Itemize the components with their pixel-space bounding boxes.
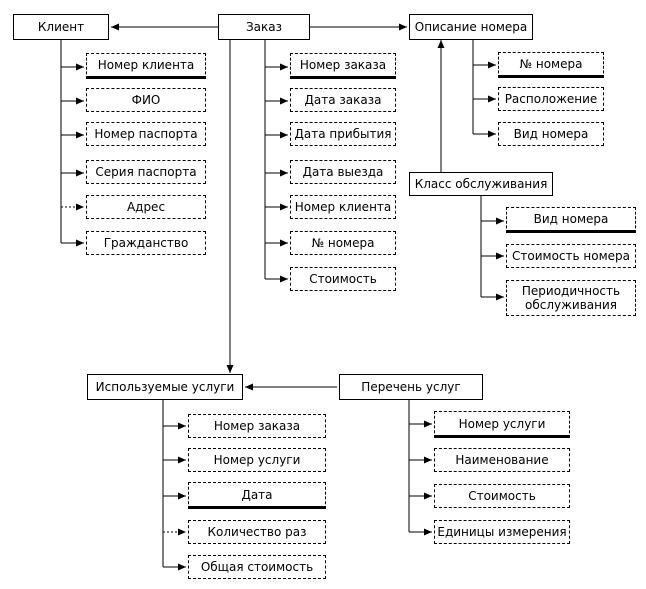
attr-used-total: Общая стоимость	[188, 555, 326, 579]
attr-client-address: Адрес	[86, 195, 206, 219]
attr-class-room-cost: Стоимость номера	[506, 244, 636, 268]
entity-used-services: Используемые услуги	[87, 374, 243, 400]
attr-used-count: Количество раз	[188, 520, 326, 544]
attr-list-unit: Единицы измерения	[434, 520, 570, 544]
attr-client-citizenship: Гражданство	[86, 231, 206, 255]
attr-class-frequency-line1: Периодичность	[521, 284, 621, 298]
attr-client-passport-series: Серия паспорта	[86, 160, 206, 184]
attr-class-frequency-line2: обслуживания	[524, 298, 617, 312]
attr-class-frequency: Периодичность обслуживания	[506, 280, 636, 316]
attr-order-departure: Дата выезда	[290, 160, 396, 184]
attr-order-date: Дата заказа	[290, 88, 396, 112]
attr-used-date: Дата	[188, 482, 326, 509]
attr-order-id: Номер заказа	[290, 53, 396, 79]
attr-room-number: № номера	[498, 52, 604, 78]
entity-service-list: Перечень услуг	[339, 374, 483, 400]
attr-room-location: Расположение	[498, 87, 604, 111]
attr-client-passport-number: Номер паспорта	[86, 122, 206, 146]
attr-used-service-id: Номер услуги	[188, 448, 326, 472]
attr-class-room-type: Вид номера	[506, 207, 636, 233]
entity-service-class: Класс обслуживания	[409, 172, 553, 196]
attr-order-room-number: № номера	[290, 231, 396, 255]
attr-room-type: Вид номера	[498, 122, 604, 146]
attr-list-cost: Стоимость	[434, 484, 570, 508]
attr-order-cost: Стоимость	[290, 267, 396, 291]
attr-client-id: Номер клиента	[86, 53, 206, 79]
attr-client-name: ФИО	[86, 88, 206, 112]
attr-list-name: Наименование	[434, 448, 570, 472]
attr-list-service-id: Номер услуги	[434, 411, 570, 438]
entity-client: Клиент	[13, 14, 109, 40]
entity-room-description: Описание номера	[409, 14, 533, 40]
attr-order-client-id: Номер клиента	[290, 195, 396, 219]
attr-order-arrival: Дата прибытия	[290, 122, 396, 146]
entity-order: Заказ	[218, 14, 310, 40]
attr-used-order-id: Номер заказа	[188, 414, 326, 438]
